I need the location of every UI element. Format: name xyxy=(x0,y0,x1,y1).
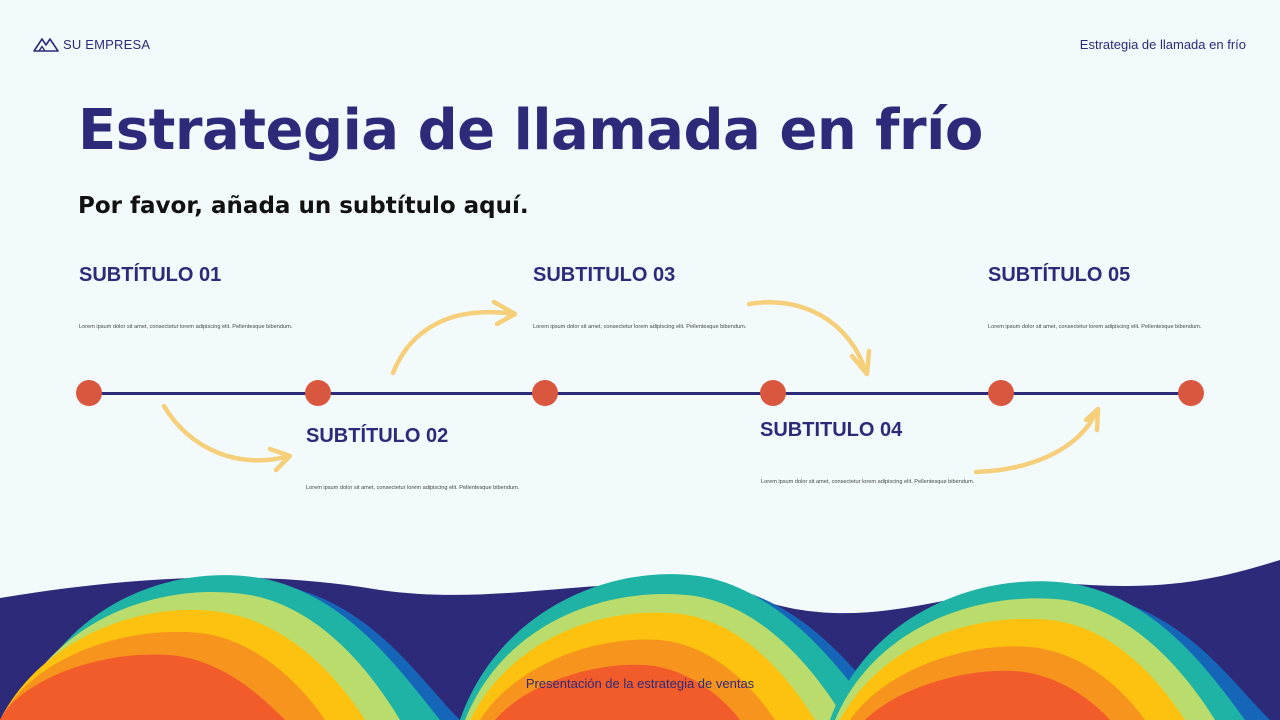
timeline-node xyxy=(1178,380,1204,406)
mountain-icon xyxy=(33,38,59,52)
step-5-title[interactable]: SUBTÍTULO 05 xyxy=(988,264,1131,286)
step-2-title[interactable]: SUBTÍTULO 02 xyxy=(306,425,449,447)
timeline-node xyxy=(760,380,786,406)
timeline-node xyxy=(988,380,1014,406)
arrow-icon xyxy=(746,299,869,376)
company-logo: SU EMPRESA xyxy=(33,36,150,52)
header-presentation-title: Estrategia de llamada en frío xyxy=(1079,37,1246,52)
timeline-node xyxy=(532,380,558,406)
step-3-title[interactable]: SUBTITULO 03 xyxy=(533,264,676,286)
arrow-icon xyxy=(161,403,292,463)
timeline-line xyxy=(89,392,1191,395)
rainbow-waves-decoration xyxy=(0,560,1280,720)
slide-subtitle[interactable]: Por favor, añada un subtítulo aquí. xyxy=(78,193,529,219)
wave-group-left xyxy=(0,575,460,720)
wave-group-center xyxy=(460,574,900,720)
arrow-icon xyxy=(267,446,293,473)
step-3-text[interactable]: Lorem ipsum dolor sit amet, consectetur … xyxy=(533,324,747,330)
step-5-text[interactable]: Lorem ipsum dolor sit amet, consectetur … xyxy=(988,324,1202,330)
arrow-icon xyxy=(973,407,1100,475)
footer-text: Presentación de la estrategia de ventas xyxy=(525,676,755,691)
arrow-icon xyxy=(1083,406,1101,433)
wave-group-right xyxy=(830,581,1270,720)
arrow-icon xyxy=(491,299,518,327)
step-1-title[interactable]: SUBTÍTULO 01 xyxy=(79,264,222,286)
step-4-title[interactable]: SUBTITULO 04 xyxy=(760,419,903,441)
timeline-node xyxy=(305,380,331,406)
timeline-node xyxy=(76,380,102,406)
step-1-text[interactable]: Lorem ipsum dolor sit amet, consectetur … xyxy=(79,324,293,330)
step-2-text[interactable]: Lorem ipsum dolor sit amet, consectetur … xyxy=(306,485,520,491)
company-name: SU EMPRESA xyxy=(63,36,151,52)
arrow-icon xyxy=(849,348,872,377)
step-4-text[interactable]: Lorem ipsum dolor sit amet, consectetur … xyxy=(761,479,975,485)
arrow-icon xyxy=(390,309,517,376)
slide-title[interactable]: Estrategia de llamada en frío xyxy=(78,98,983,163)
